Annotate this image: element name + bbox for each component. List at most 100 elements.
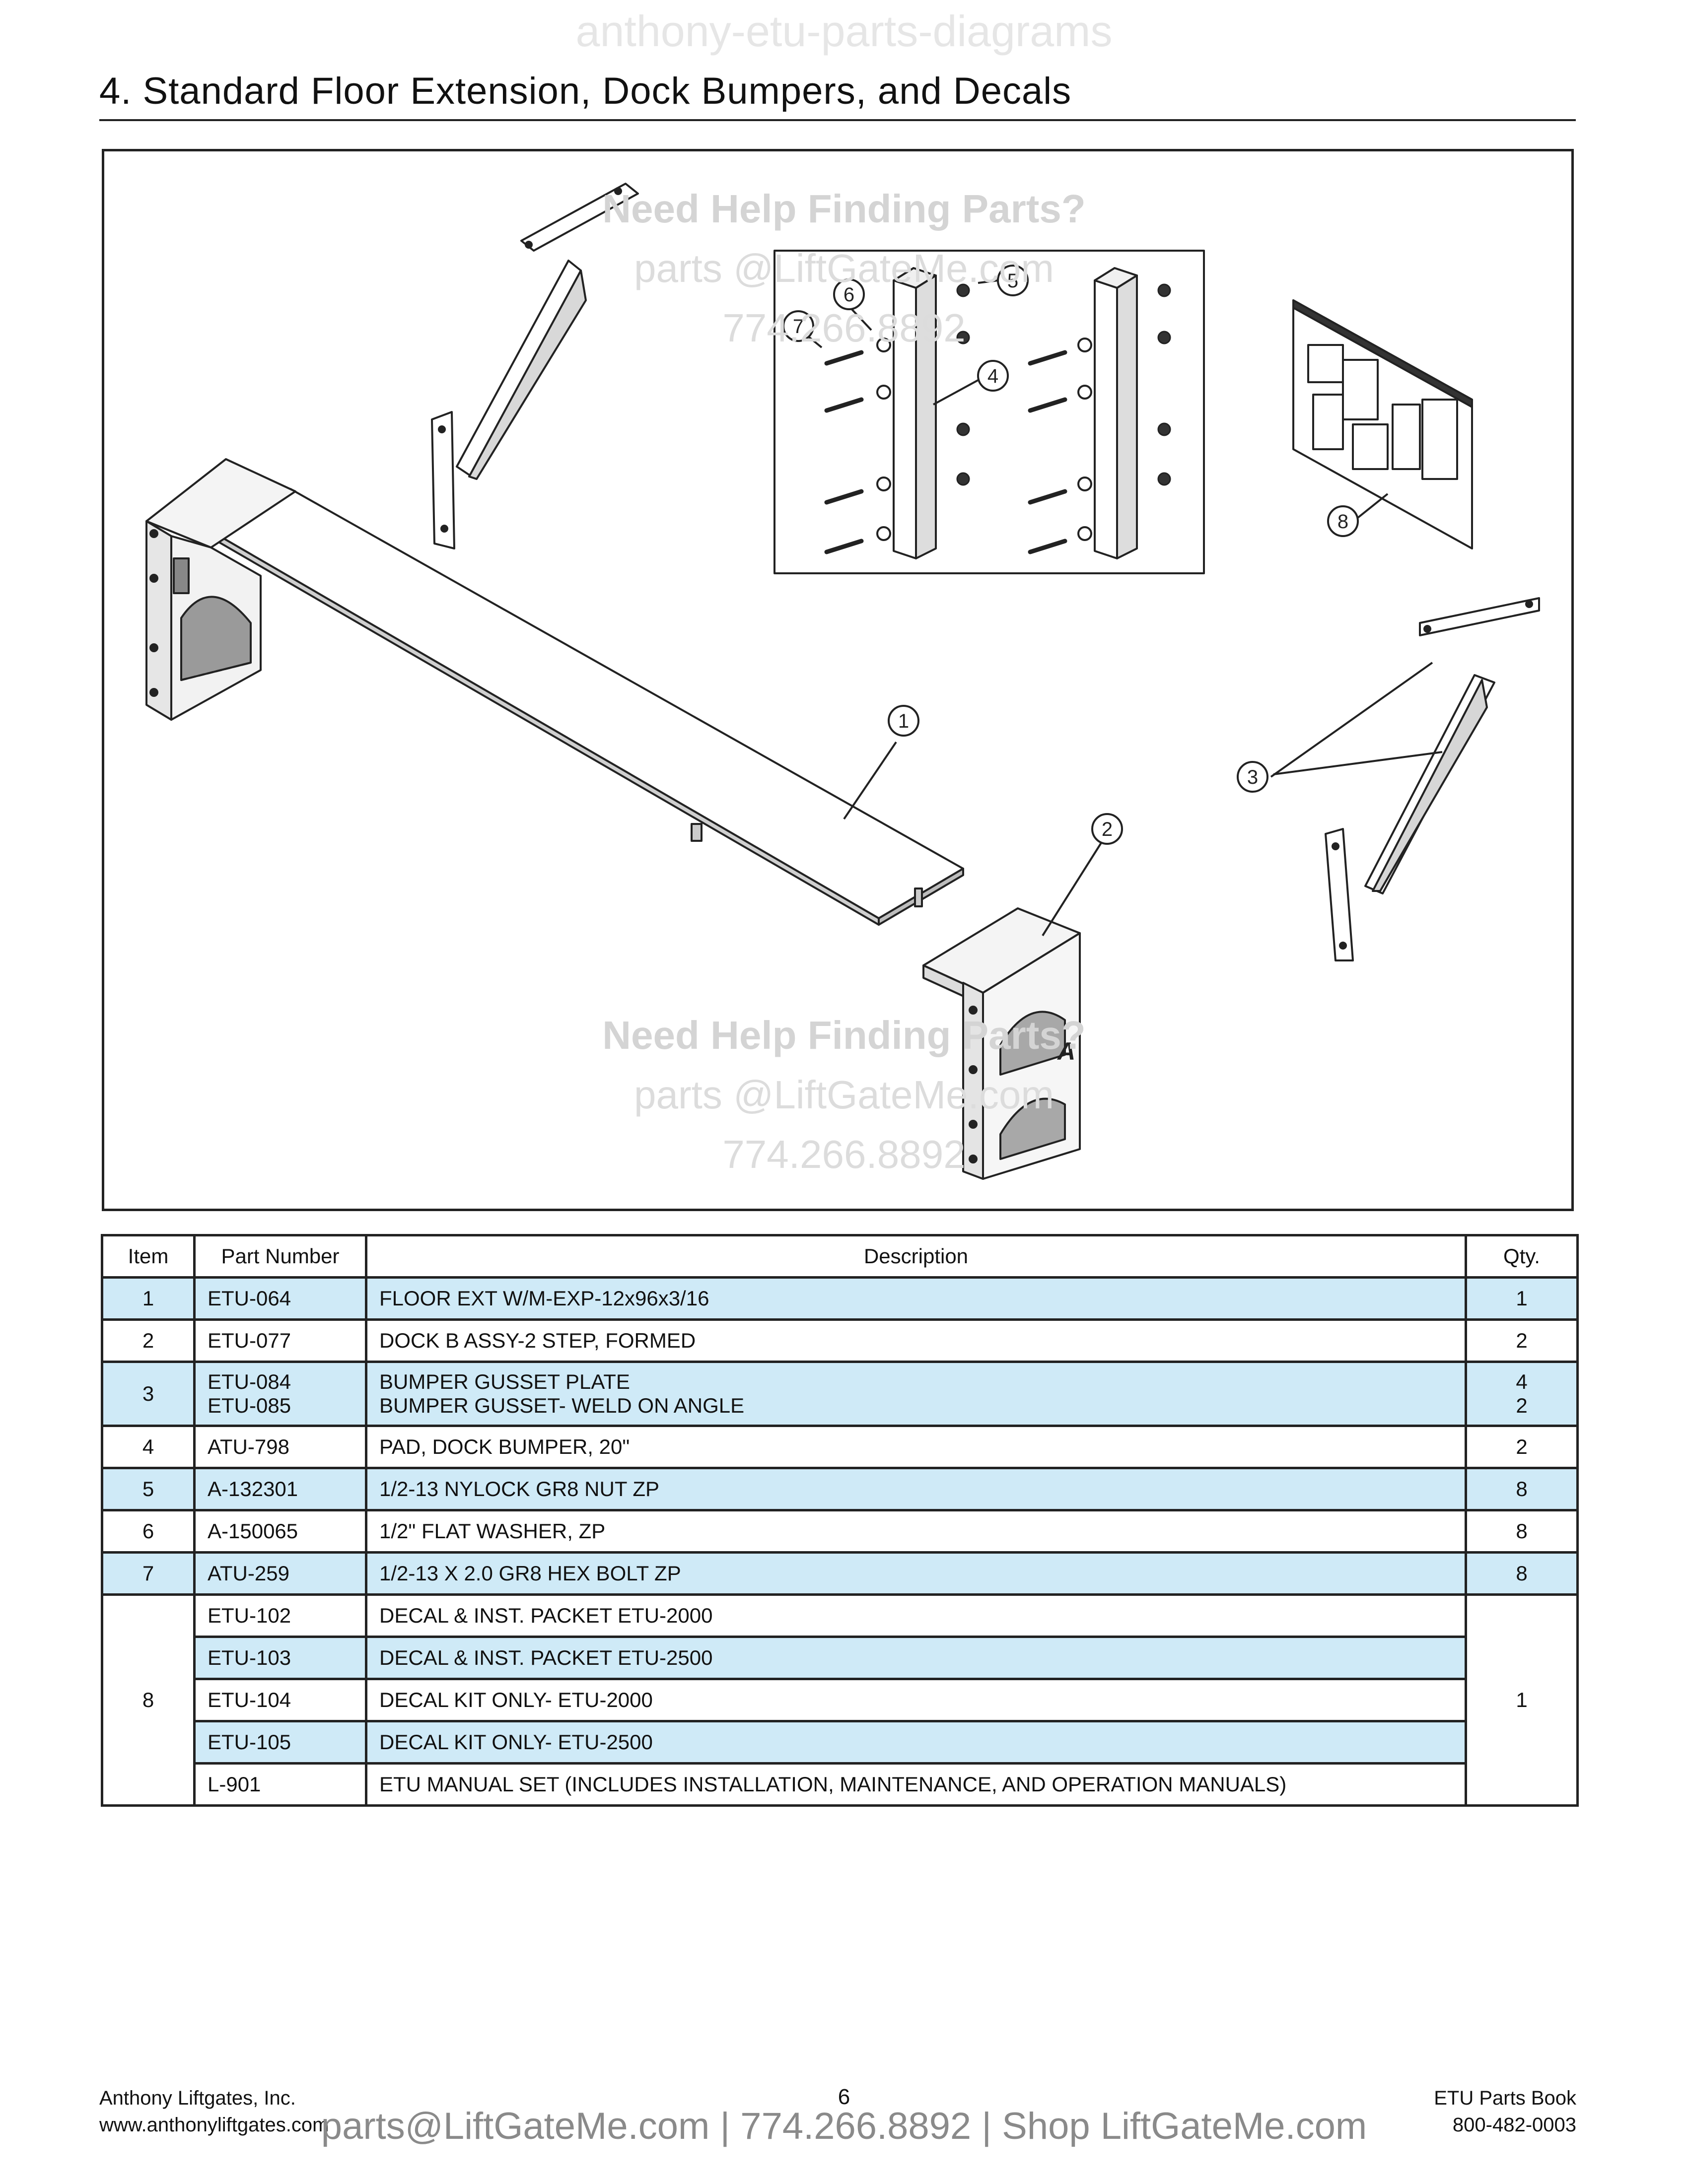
part-number-line: ETU-085 bbox=[208, 1394, 291, 1417]
svg-text:1: 1 bbox=[898, 710, 909, 732]
help-watermark-heading-2: Need Help Finding Parts? bbox=[602, 1013, 1086, 1057]
qty-cell: 8 bbox=[1465, 1551, 1579, 1596]
table-row: ETU-104 DECAL KIT ONLY- ETU-2000 bbox=[102, 1678, 1578, 1722]
svg-text:6: 6 bbox=[844, 284, 854, 306]
description-line: BUMPER GUSSET PLATE bbox=[379, 1370, 630, 1393]
bolt bbox=[824, 539, 864, 554]
diagram-frame: A bbox=[102, 149, 1574, 1211]
description-cell: 1/2-13 X 2.0 GR8 HEX BOLT ZP bbox=[365, 1551, 1467, 1596]
washer bbox=[1077, 526, 1092, 541]
part-number-cell: A-132301 bbox=[193, 1467, 367, 1511]
page-number: 6 bbox=[838, 2085, 850, 2109]
table-row: 8 ETU-102 DECAL & INST. PACKET ETU-2000 … bbox=[101, 1593, 1579, 1807]
right-dock-bracket: A bbox=[922, 907, 1081, 1180]
part-number-cell: ATU-798 bbox=[193, 1425, 367, 1469]
item-cell: 4 bbox=[101, 1425, 196, 1469]
description-cell: DECAL KIT ONLY- ETU-2000 bbox=[365, 1678, 1467, 1722]
nut bbox=[1157, 283, 1171, 297]
washer bbox=[876, 526, 891, 541]
svg-text:3: 3 bbox=[1247, 766, 1258, 788]
bolt bbox=[1028, 397, 1067, 413]
table-row: 6 A-150065 1/2" FLAT WASHER, ZP 8 bbox=[101, 1509, 1579, 1554]
help-watermark-phone: 774.266.8892 bbox=[722, 306, 966, 350]
description-cell: DOCK B ASSY-2 STEP, FORMED bbox=[365, 1318, 1467, 1363]
description-cell: BUMPER GUSSET PLATE BUMPER GUSSET- WELD … bbox=[365, 1361, 1467, 1427]
nut bbox=[1157, 422, 1171, 436]
nut bbox=[956, 422, 970, 436]
table-row: 5 A-132301 1/2-13 NYLOCK GR8 NUT ZP 8 bbox=[101, 1467, 1579, 1511]
footer-book-title: ETU Parts Book bbox=[1434, 2087, 1576, 2109]
washer bbox=[1077, 338, 1092, 352]
callout-7: 7 bbox=[782, 310, 814, 342]
item-cell: 2 bbox=[101, 1318, 196, 1363]
table-row: 7 ATU-259 1/2-13 X 2.0 GR8 HEX BOLT ZP 8 bbox=[101, 1551, 1579, 1596]
footer-phone: 800-482-0003 bbox=[1452, 2114, 1576, 2136]
callout-1: 1 bbox=[888, 705, 919, 737]
callout-5: 5 bbox=[997, 265, 1029, 296]
help-watermark-heading: Need Help Finding Parts? bbox=[602, 187, 1086, 231]
help-watermark-email-2: parts @LiftGateMe.com bbox=[634, 1073, 1054, 1117]
qty-cell: 2 bbox=[1465, 1425, 1579, 1469]
part-number-line: ETU-084 bbox=[208, 1370, 291, 1393]
table-row: 2 ETU-077 DOCK B ASSY-2 STEP, FORMED 2 bbox=[101, 1318, 1579, 1363]
hardware-layer bbox=[824, 283, 1171, 554]
part-number-cell: ETU-105 bbox=[193, 1720, 367, 1765]
bottom-watermark: parts@LiftGateMe.com | 774.266.8892 | Sh… bbox=[321, 2105, 1367, 2147]
bolt bbox=[824, 397, 864, 413]
qty-cell: 8 bbox=[1465, 1467, 1579, 1511]
top-watermark: anthony-etu-parts-diagrams bbox=[575, 6, 1113, 56]
qty-cell: 8 bbox=[1465, 1509, 1579, 1554]
footer-website-link[interactable]: www.anthonyliftgates.com bbox=[99, 2114, 329, 2136]
qty-cell: 2 bbox=[1465, 1318, 1579, 1363]
svg-text:8: 8 bbox=[1337, 511, 1348, 533]
svg-text:4: 4 bbox=[987, 365, 998, 387]
parts-table: Item Part Number Description Qty. 1 ETU-… bbox=[101, 1234, 1579, 1807]
svg-text:5: 5 bbox=[1007, 270, 1018, 292]
bolt bbox=[1028, 350, 1067, 366]
item-cell: 7 bbox=[101, 1551, 196, 1596]
part-number-cell: L-901 bbox=[193, 1762, 367, 1807]
right-gusset-set bbox=[1325, 597, 1540, 961]
description-cell: DECAL KIT ONLY- ETU-2500 bbox=[365, 1720, 1467, 1765]
table-row: ETU-103 DECAL & INST. PACKET ETU-2500 bbox=[102, 1636, 1578, 1680]
item-cell: 1 bbox=[101, 1276, 196, 1321]
nut bbox=[1157, 331, 1171, 344]
table-row: 3 ETU-084 ETU-085 BUMPER GUSSET PLATE BU… bbox=[101, 1361, 1579, 1427]
page-title: 4. Standard Floor Extension, Dock Bumper… bbox=[99, 70, 1072, 112]
description-cell: FLOOR EXT W/M-EXP-12x96x3/16 bbox=[365, 1276, 1467, 1321]
item-cell: 5 bbox=[101, 1467, 196, 1511]
description-cell: 1/2-13 NYLOCK GR8 NUT ZP bbox=[365, 1467, 1467, 1511]
title-rule bbox=[99, 119, 1576, 121]
part-number-cell: A-150065 bbox=[193, 1509, 367, 1554]
washer bbox=[876, 477, 891, 491]
qty-cell: 1 bbox=[1465, 1276, 1579, 1321]
help-watermark-email: parts @LiftGateMe.com bbox=[634, 246, 1054, 290]
description-cell: DECAL & INST. PACKET ETU-2000 bbox=[365, 1593, 1467, 1638]
table-row: ETU-105 DECAL KIT ONLY- ETU-2500 bbox=[102, 1720, 1578, 1765]
help-watermark-phone-2: 774.266.8892 bbox=[722, 1132, 966, 1176]
nut bbox=[1157, 472, 1171, 486]
header-item: Item bbox=[101, 1234, 196, 1279]
item-cell: 3 bbox=[101, 1361, 196, 1427]
description-cell: ETU MANUAL SET (INCLUDES INSTALLATION, M… bbox=[365, 1762, 1467, 1807]
callout-2: 2 bbox=[1091, 813, 1123, 845]
nut bbox=[956, 331, 970, 344]
qty-cell: 1 bbox=[1465, 1593, 1579, 1807]
callout-6: 6 bbox=[833, 278, 865, 310]
table-row: L-901 ETU MANUAL SET (INCLUDES INSTALLAT… bbox=[102, 1762, 1578, 1807]
part-number-cell: ETU-084 ETU-085 bbox=[193, 1361, 367, 1427]
part-number-cell: ETU-104 bbox=[193, 1678, 367, 1722]
left-gusset-set bbox=[431, 183, 639, 549]
table-header-row: Item Part Number Description Qty. bbox=[101, 1234, 1579, 1279]
part-number-cell: ATU-259 bbox=[193, 1551, 367, 1596]
washer bbox=[876, 385, 891, 400]
qty-line: 2 bbox=[1516, 1394, 1528, 1417]
footer-left: Anthony Liftgates, Inc. www.anthonyliftg… bbox=[99, 2085, 329, 2138]
part-number-cell: ETU-103 bbox=[193, 1636, 367, 1680]
bolt bbox=[1028, 539, 1067, 554]
table-row: 4 ATU-798 PAD, DOCK BUMPER, 20" 2 bbox=[101, 1425, 1579, 1469]
decal-packet bbox=[1292, 299, 1473, 549]
qty-cell: 4 2 bbox=[1465, 1361, 1579, 1427]
parts-diagram: A bbox=[145, 183, 1540, 1180]
header-description: Description bbox=[365, 1234, 1467, 1279]
